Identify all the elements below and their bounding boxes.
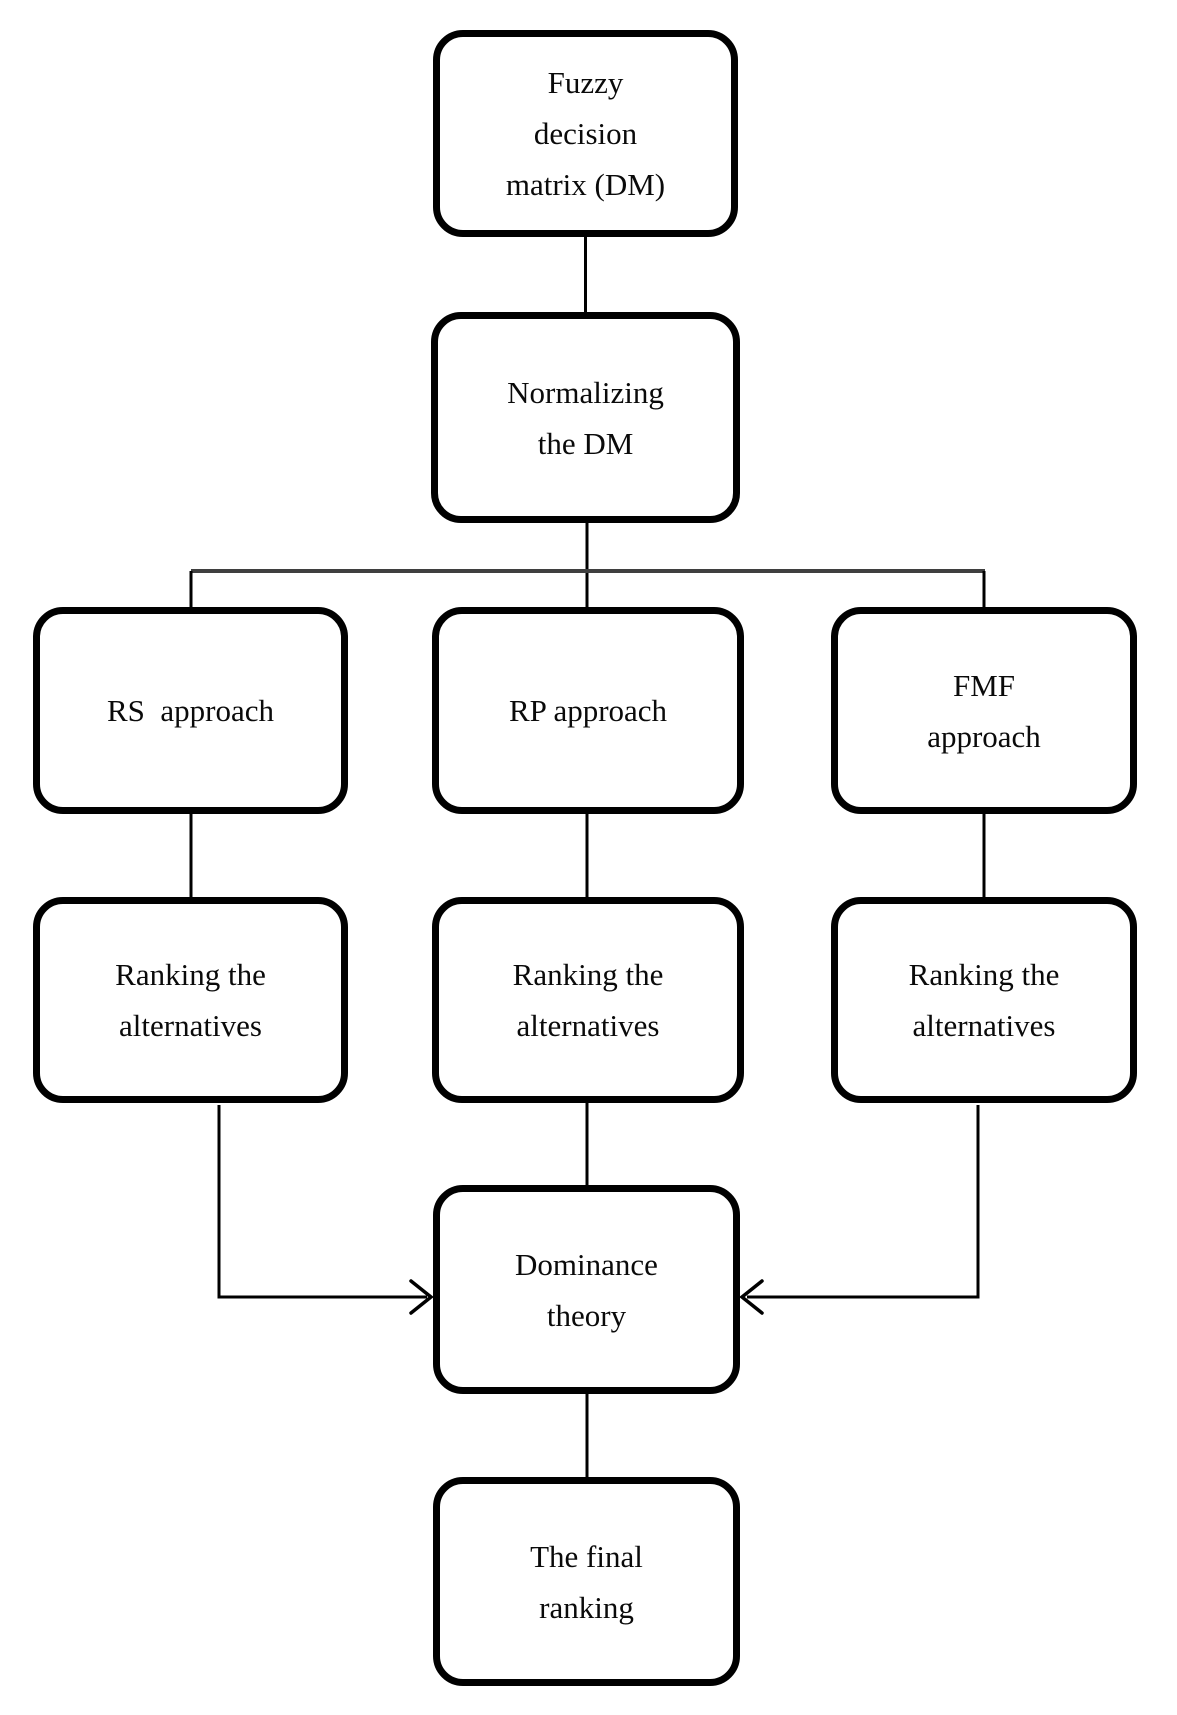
arrowhead-left	[409, 1279, 434, 1315]
edge-rankingfmf-to-dominance	[747, 1105, 980, 1299]
node-ranking-alternatives-rs: Ranking the alternatives	[33, 897, 348, 1103]
node-fmf-approach: FMF approach	[831, 607, 1137, 814]
node-rs-approach: RS approach	[33, 607, 348, 814]
node-label: Normalizing the DM	[507, 374, 664, 461]
node-label: Ranking the alternatives	[115, 957, 266, 1043]
node-rp-approach: RP approach	[432, 607, 744, 814]
node-normalizing-dm: Normalizing the DM	[431, 312, 740, 523]
node-label: Dominance theory	[515, 1246, 658, 1333]
node-label: FMF approach	[927, 667, 1041, 754]
node-label: Fuzzy decision matrix (DM)	[505, 65, 666, 202]
node-fuzzy-decision-matrix: Fuzzy decision matrix (DM)	[433, 30, 738, 237]
node-label: RP approach	[508, 693, 668, 728]
edge-rankingrs-to-dominance	[217, 1105, 427, 1299]
node-label: RS approach	[106, 693, 275, 728]
node-final-ranking: The final ranking	[433, 1477, 740, 1686]
node-ranking-alternatives-fmf: Ranking the alternatives	[831, 897, 1137, 1103]
node-label: The final ranking	[530, 1538, 643, 1625]
node-ranking-alternatives-rp: Ranking the alternatives	[432, 897, 744, 1103]
node-label: Ranking the alternatives	[512, 957, 664, 1043]
arrowhead-right	[739, 1279, 764, 1315]
node-dominance-theory: Dominance theory	[433, 1185, 740, 1394]
node-label: Ranking the alternatives	[908, 957, 1060, 1043]
